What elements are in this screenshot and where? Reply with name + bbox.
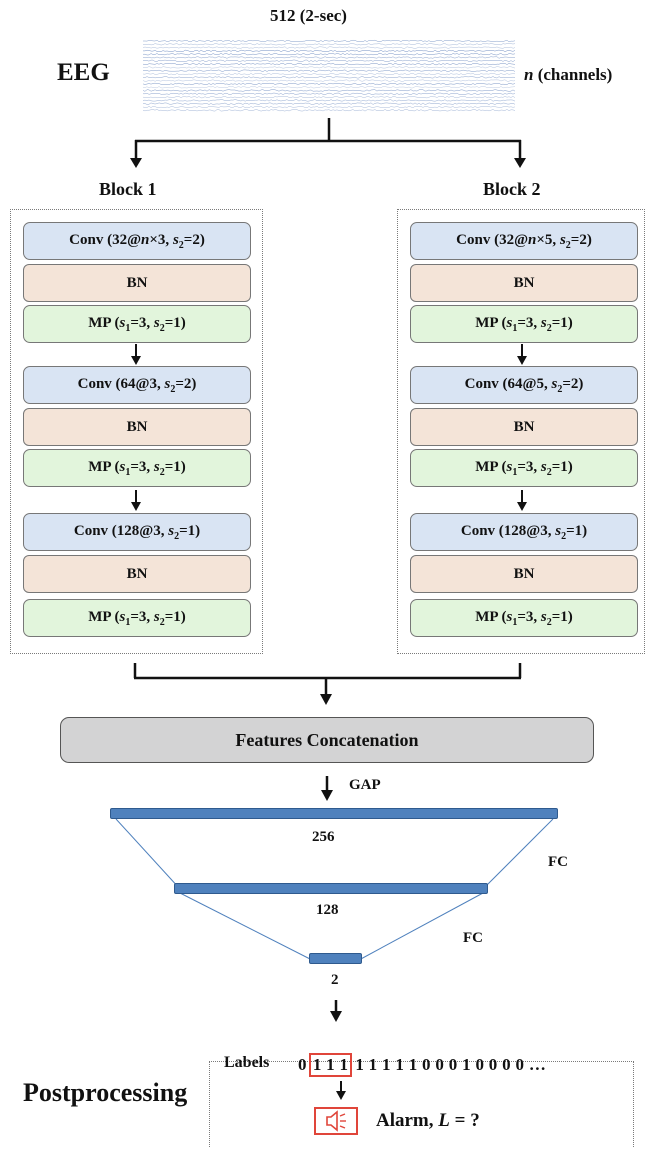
block-2-layer-bn: BN bbox=[410, 555, 638, 593]
labels-title: Labels bbox=[224, 1054, 270, 1071]
block-2-layer-bn: BN bbox=[410, 408, 638, 446]
eeg-channel-trace bbox=[143, 109, 515, 112]
block-1-layer-mp: MP (s1=3, s2=1) bbox=[23, 305, 251, 343]
block-1: Conv (32@n×3, s2=2) BN MP (s1=3, s2=1) Conv… bbox=[10, 209, 263, 654]
layer-label: MP (s1=3, s2=1) bbox=[88, 458, 186, 478]
block-1-layer-bn: BN bbox=[23, 264, 251, 302]
postprocessing-box bbox=[209, 1061, 634, 1147]
layer-label: MP (s1=3, s2=1) bbox=[88, 314, 186, 334]
eeg-channel-trace bbox=[143, 96, 515, 99]
eeg-label: EEG bbox=[57, 59, 110, 86]
fc-bar-2 bbox=[309, 953, 362, 964]
eeg-channel-trace bbox=[143, 56, 515, 59]
layer-label: Conv (32@n×5, s2=2) bbox=[456, 231, 592, 251]
channels-label: n (channels) bbox=[524, 65, 612, 85]
gap-label: GAP bbox=[349, 777, 381, 793]
fc-label-upper: FC bbox=[548, 854, 568, 870]
eeg-channel-trace bbox=[143, 39, 515, 43]
block-1-layer-mp: MP (s1=3, s2=1) bbox=[23, 449, 251, 487]
block-2-layer-conv: Conv (32@n×5, s2=2) bbox=[410, 222, 638, 260]
layer-label: Conv (128@3, s2=1) bbox=[73, 522, 201, 542]
block-2-layer-bn: BN bbox=[410, 264, 638, 302]
features-concatenation-label: Features Concatenation bbox=[235, 729, 419, 750]
layer-label: BN bbox=[513, 418, 535, 435]
eeg-channel-trace bbox=[143, 53, 515, 56]
block-1-layer-conv: Conv (32@n×3, s2=2) bbox=[23, 222, 251, 260]
block-1-layer-conv: Conv (128@3, s2=1) bbox=[23, 513, 251, 551]
eeg-channel-trace bbox=[143, 66, 515, 69]
layer-label: BN bbox=[126, 274, 148, 291]
block-1-layer-conv: Conv (64@3, s2=2) bbox=[23, 366, 251, 404]
block-2-layer-mp: MP (s1=3, s2=1) bbox=[410, 599, 638, 637]
block-2-layer-mp: MP (s1=3, s2=1) bbox=[410, 305, 638, 343]
speaker-icon bbox=[314, 1107, 358, 1135]
block-1-label: Block 1 bbox=[99, 179, 157, 199]
eeg-channel-trace bbox=[143, 49, 515, 53]
block-1-layer-mp: MP (s1=3, s2=1) bbox=[23, 599, 251, 637]
eeg-channel-trace bbox=[143, 72, 515, 76]
layer-label: BN bbox=[126, 565, 148, 582]
alarm-prefix: Alarm, bbox=[376, 1110, 439, 1131]
layer-label: Conv (64@5, s2=2) bbox=[464, 375, 584, 395]
fc-size-128: 128 bbox=[316, 902, 339, 918]
layer-label: MP (s1=3, s2=1) bbox=[88, 608, 186, 628]
postprocessing-label: Postprocessing bbox=[23, 1078, 188, 1107]
fc-bar-128 bbox=[174, 883, 488, 894]
eeg-channel-trace bbox=[143, 62, 515, 66]
channels-var: n bbox=[524, 65, 534, 84]
eeg-channel-trace bbox=[143, 86, 515, 89]
layer-label: MP (s1=3, s2=1) bbox=[475, 314, 573, 334]
layer-label: MP (s1=3, s2=1) bbox=[475, 608, 573, 628]
eeg-channel-trace bbox=[143, 76, 515, 79]
layer-label: Conv (32@n×3, s2=2) bbox=[69, 231, 205, 251]
alarm-suffix: = ? bbox=[449, 1110, 480, 1131]
layer-label: BN bbox=[513, 274, 535, 291]
alarm-text: Alarm, L = ? bbox=[376, 1110, 480, 1132]
block-2-layer-mp: MP (s1=3, s2=1) bbox=[410, 449, 638, 487]
fc-size-2: 2 bbox=[331, 972, 339, 988]
block-2-layer-conv: Conv (64@5, s2=2) bbox=[410, 366, 638, 404]
layer-label: Conv (64@3, s2=2) bbox=[77, 375, 197, 395]
alarm-var: L bbox=[438, 1110, 450, 1131]
channels-text: (channels) bbox=[533, 65, 613, 84]
sequence-first: 0 bbox=[298, 1055, 307, 1074]
eeg-channel-trace bbox=[143, 46, 515, 49]
eeg-channel-trace bbox=[143, 92, 515, 95]
layer-label: BN bbox=[126, 418, 148, 435]
fc-size-256: 256 bbox=[312, 829, 335, 845]
eeg-channel-trace bbox=[143, 89, 515, 92]
eeg-signal bbox=[143, 39, 515, 112]
eeg-channel-trace bbox=[143, 82, 515, 85]
eeg-channel-trace bbox=[143, 43, 515, 46]
sequence-rest: 1 1 1 1 1 0 0 0 1 0 0 0 0 … bbox=[355, 1055, 547, 1074]
eeg-channel-trace bbox=[143, 99, 515, 102]
eeg-channel-trace bbox=[143, 59, 515, 62]
input-length-label: 512 (2-sec) bbox=[270, 6, 347, 25]
features-concatenation-box: Features Concatenation bbox=[60, 717, 594, 763]
block-2-label: Block 2 bbox=[483, 179, 541, 199]
block-2: Conv (32@n×5, s2=2) BN MP (s1=3, s2=1) Conv… bbox=[397, 209, 645, 654]
block-2-layer-conv: Conv (128@3, s2=1) bbox=[410, 513, 638, 551]
fc-bar-256 bbox=[110, 808, 558, 819]
block-1-layer-bn: BN bbox=[23, 408, 251, 446]
eeg-channel-trace bbox=[143, 79, 515, 82]
eeg-channel-trace bbox=[143, 69, 515, 72]
fc-label-lower: FC bbox=[463, 930, 483, 946]
layer-label: Conv (128@3, s2=1) bbox=[460, 522, 588, 542]
layer-label: MP (s1=3, s2=1) bbox=[475, 458, 573, 478]
sequence-highlight-box: 1 1 1 bbox=[308, 1053, 353, 1077]
eeg-channel-trace bbox=[143, 105, 515, 109]
layer-label: BN bbox=[513, 565, 535, 582]
block-1-layer-bn: BN bbox=[23, 555, 251, 593]
eeg-channel-trace bbox=[143, 102, 515, 105]
